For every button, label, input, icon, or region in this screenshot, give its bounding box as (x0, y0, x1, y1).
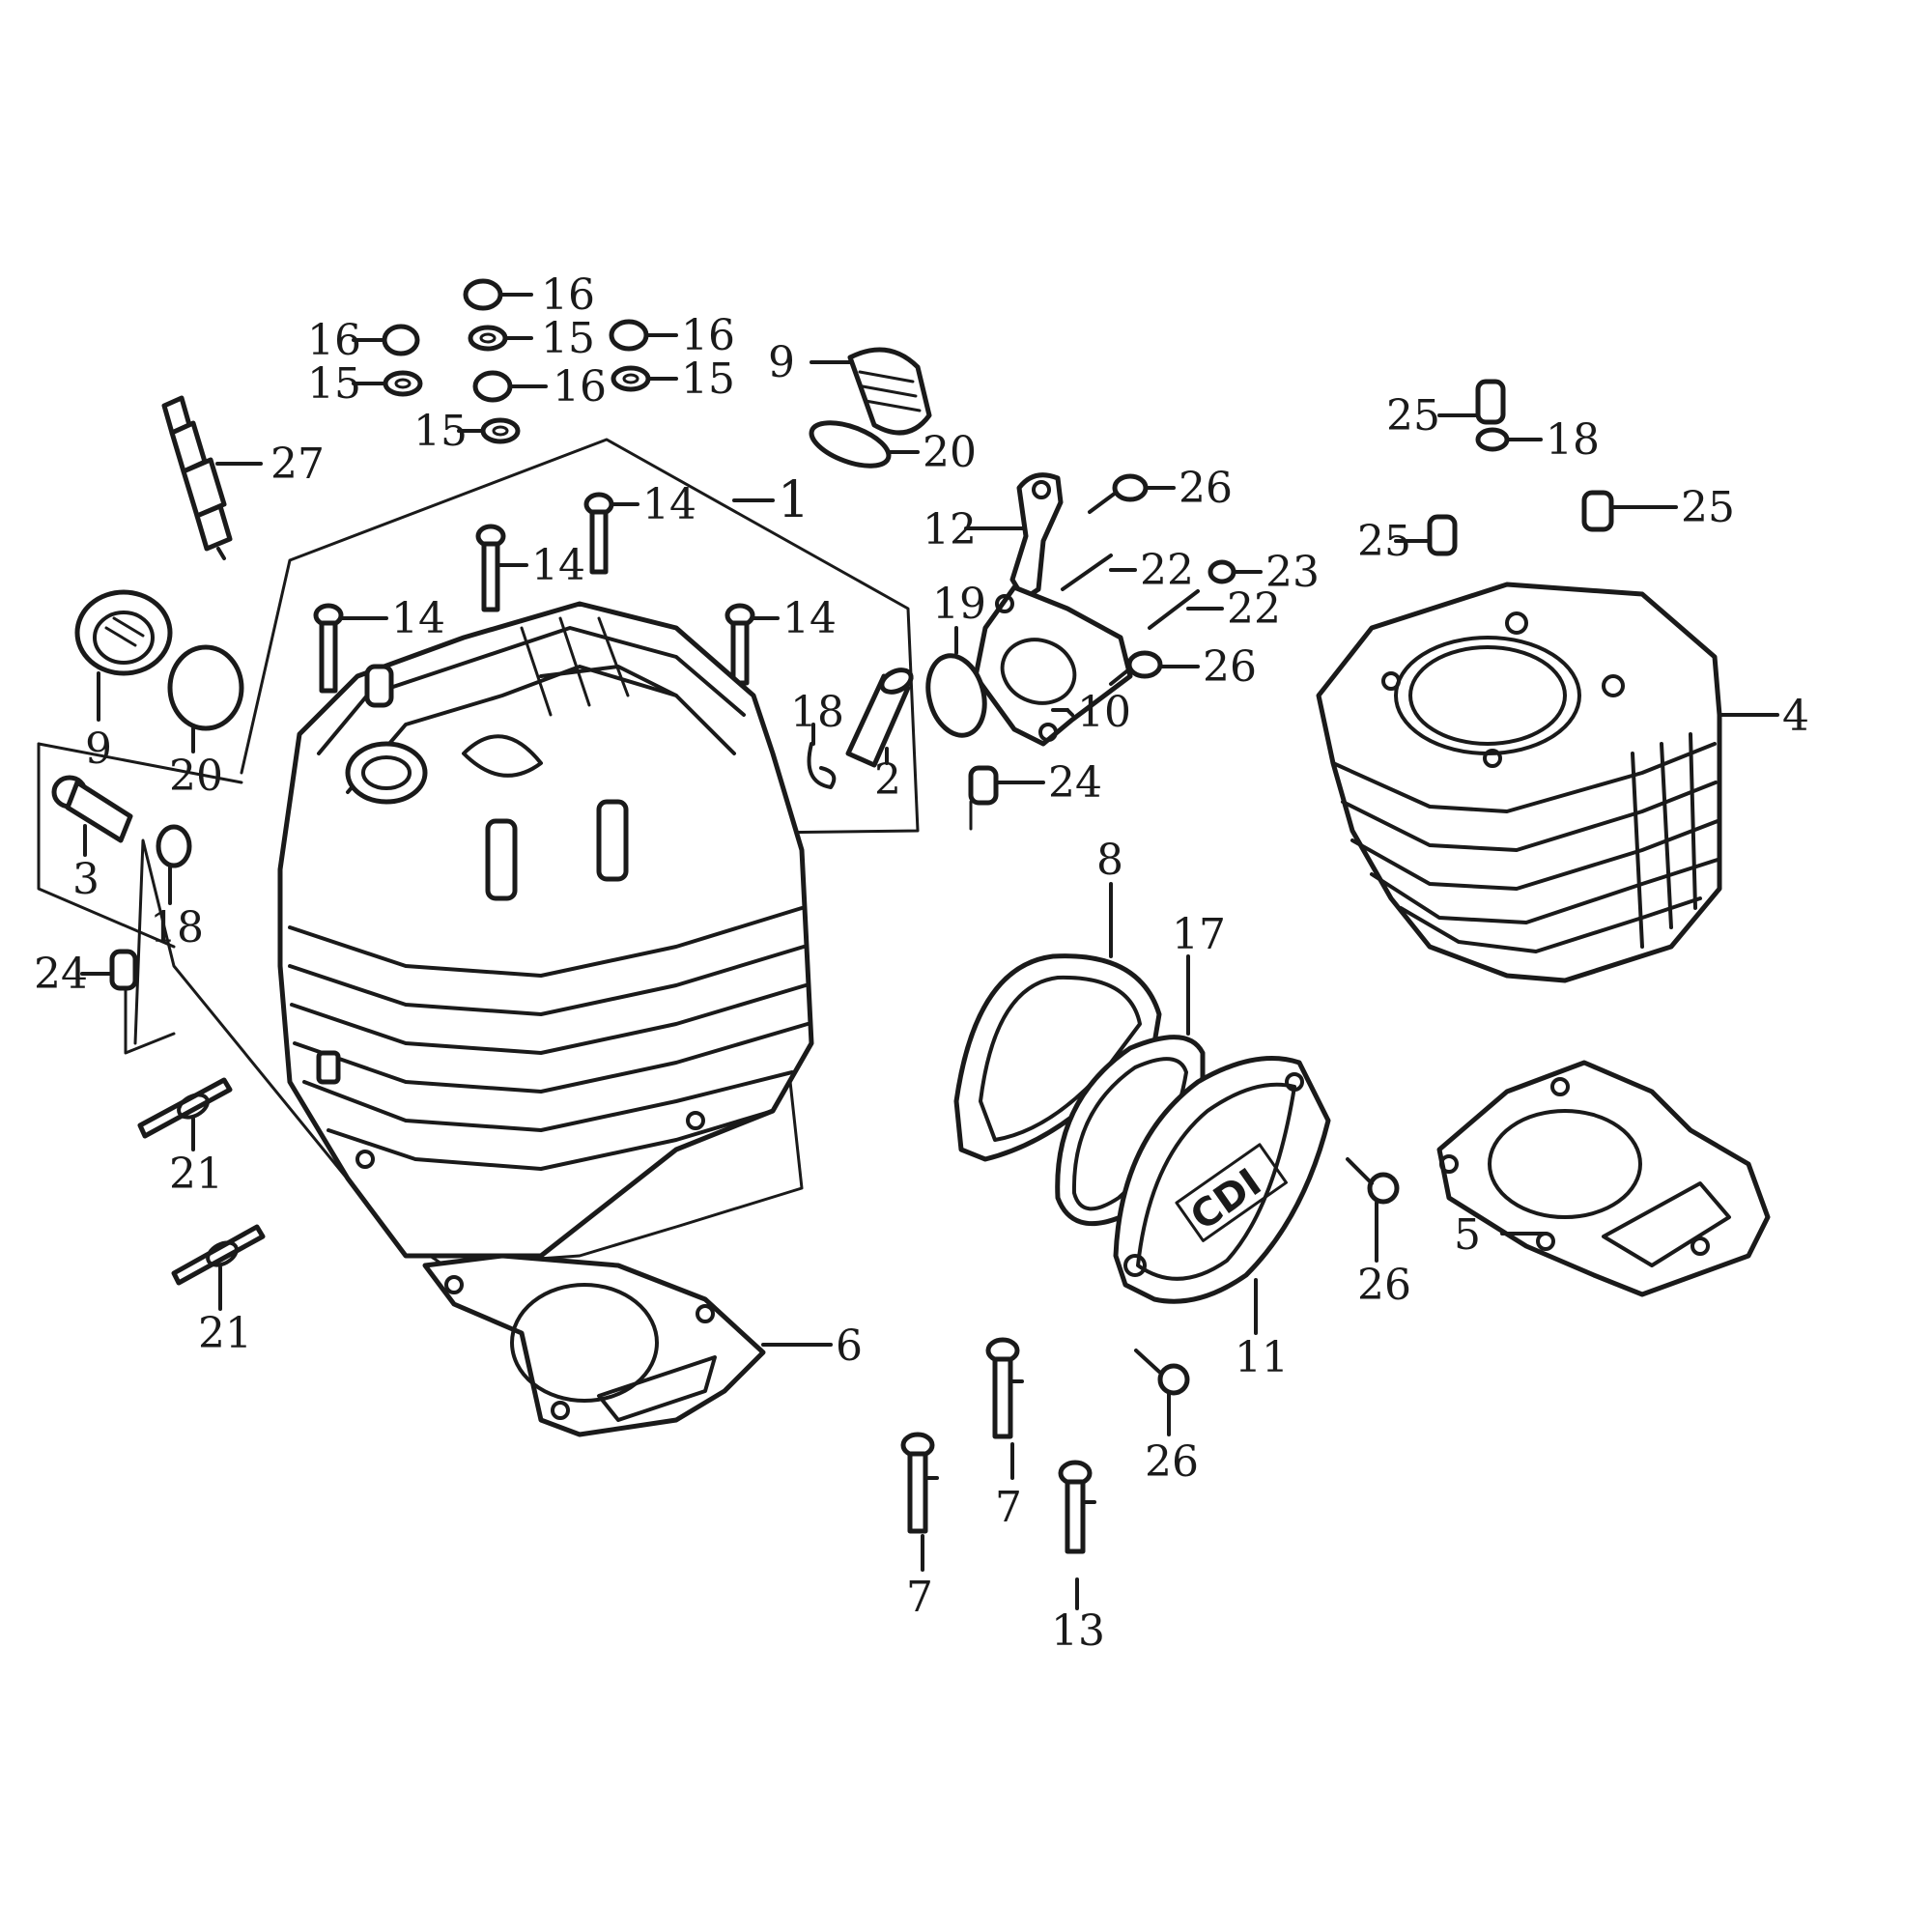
label-15: 15 (307, 359, 361, 409)
label-6: 6 (836, 1321, 863, 1371)
o-ring-left (167, 644, 244, 753)
nut-16-left (352, 324, 420, 356)
label-15: 15 (541, 314, 595, 363)
dowel-24-right (968, 765, 1045, 831)
label-25: 25 (1357, 517, 1411, 566)
gasket-17 (1055, 954, 1206, 1227)
label-8: 8 (1096, 836, 1123, 885)
nut-23 (1208, 559, 1263, 584)
label-21: 21 (169, 1150, 223, 1199)
label-5: 5 (1454, 1210, 1481, 1260)
label-1: 1 (778, 471, 810, 529)
label-14: 14 (531, 541, 585, 590)
side-cover-11: CDI (1113, 1056, 1331, 1335)
screw-26-cover-right (1346, 1157, 1400, 1263)
cylinder-head (277, 601, 814, 1259)
label-9: 9 (768, 338, 795, 387)
washer-15-top (468, 325, 533, 352)
label-18: 18 (1546, 415, 1600, 465)
label-26: 26 (1357, 1261, 1411, 1310)
fitting-3 (51, 775, 133, 857)
bolt-7-left (900, 1432, 939, 1572)
bolt-14-b (475, 524, 528, 612)
o-ring-18-left (156, 824, 192, 905)
label-26: 26 (1145, 1437, 1199, 1487)
o-ring-upper (809, 420, 920, 469)
label-10: 10 (1077, 688, 1131, 737)
label-16: 16 (541, 270, 595, 320)
label-21: 21 (198, 1309, 252, 1358)
dowel-25-left (1394, 514, 1458, 556)
label-25: 25 (1386, 391, 1440, 440)
label-9: 9 (85, 724, 112, 774)
stud-22-upper (1061, 554, 1137, 591)
label-3: 3 (72, 855, 99, 904)
bolt-14-a (583, 492, 639, 575)
label-14: 14 (391, 594, 445, 643)
spark-plug (161, 395, 263, 560)
label-26: 26 (1203, 642, 1257, 692)
label-24: 24 (1048, 758, 1102, 808)
intake-flange-10 (973, 584, 1133, 747)
dowel-24-left (80, 949, 176, 1055)
label-23: 23 (1265, 548, 1320, 597)
dowel-25-top (1437, 379, 1506, 425)
o-ring-18-top (1475, 427, 1543, 452)
bolt-14-c (313, 603, 388, 694)
label-18: 18 (150, 903, 204, 952)
bolt-14-d (724, 603, 780, 686)
valve-cap-upper (810, 347, 932, 436)
assembly-1-outline (37, 438, 920, 1267)
label-15: 15 (413, 407, 468, 456)
nut-16-top (463, 278, 533, 311)
label-12: 12 (923, 505, 977, 554)
label-11: 11 (1235, 1333, 1289, 1382)
valve-cap-left (74, 589, 173, 722)
label-16: 16 (681, 311, 735, 360)
label-27: 27 (270, 440, 325, 489)
bolt-13 (1058, 1460, 1096, 1610)
label-15: 15 (681, 355, 735, 404)
label-4: 4 (1782, 692, 1809, 741)
label-2: 2 (874, 755, 901, 805)
nut-16-right (609, 319, 678, 352)
pin-2 (845, 668, 914, 768)
washer-15-left (352, 370, 423, 397)
cylinder-block (1316, 582, 1779, 983)
label-19: 19 (932, 580, 986, 629)
label-17: 17 (1172, 910, 1226, 959)
label-25: 25 (1681, 483, 1735, 532)
label-18: 18 (790, 688, 844, 737)
o-ring-19 (925, 626, 987, 738)
label-7: 7 (995, 1483, 1022, 1532)
label-7: 7 (906, 1573, 933, 1622)
washer-15-right (611, 365, 678, 392)
label-14: 14 (642, 480, 696, 529)
label-22: 22 (1140, 546, 1194, 595)
stud-21-lower (171, 1224, 266, 1311)
screw-26-mid (1109, 650, 1200, 686)
label-16: 16 (553, 362, 607, 412)
label-20: 20 (923, 428, 977, 477)
label-22: 22 (1227, 584, 1281, 634)
bolt-7-right (985, 1337, 1024, 1480)
stud-22-lower (1148, 589, 1224, 630)
nut-16-center (472, 370, 548, 403)
clip-18 (807, 723, 837, 789)
label-26: 26 (1179, 464, 1233, 513)
stud-21-upper (137, 1077, 233, 1151)
screw-26-top (1088, 473, 1176, 514)
dowel-25-right (1581, 490, 1678, 532)
label-16: 16 (307, 316, 361, 365)
washer-15-bottom (457, 417, 521, 444)
head-gasket (422, 1253, 833, 1437)
base-gasket (1436, 1060, 1771, 1297)
screw-26-bottom (1134, 1349, 1190, 1436)
label-24: 24 (34, 950, 88, 999)
label-13: 13 (1051, 1606, 1105, 1656)
gasket-8 (953, 882, 1162, 1162)
label-14: 14 (782, 594, 837, 643)
